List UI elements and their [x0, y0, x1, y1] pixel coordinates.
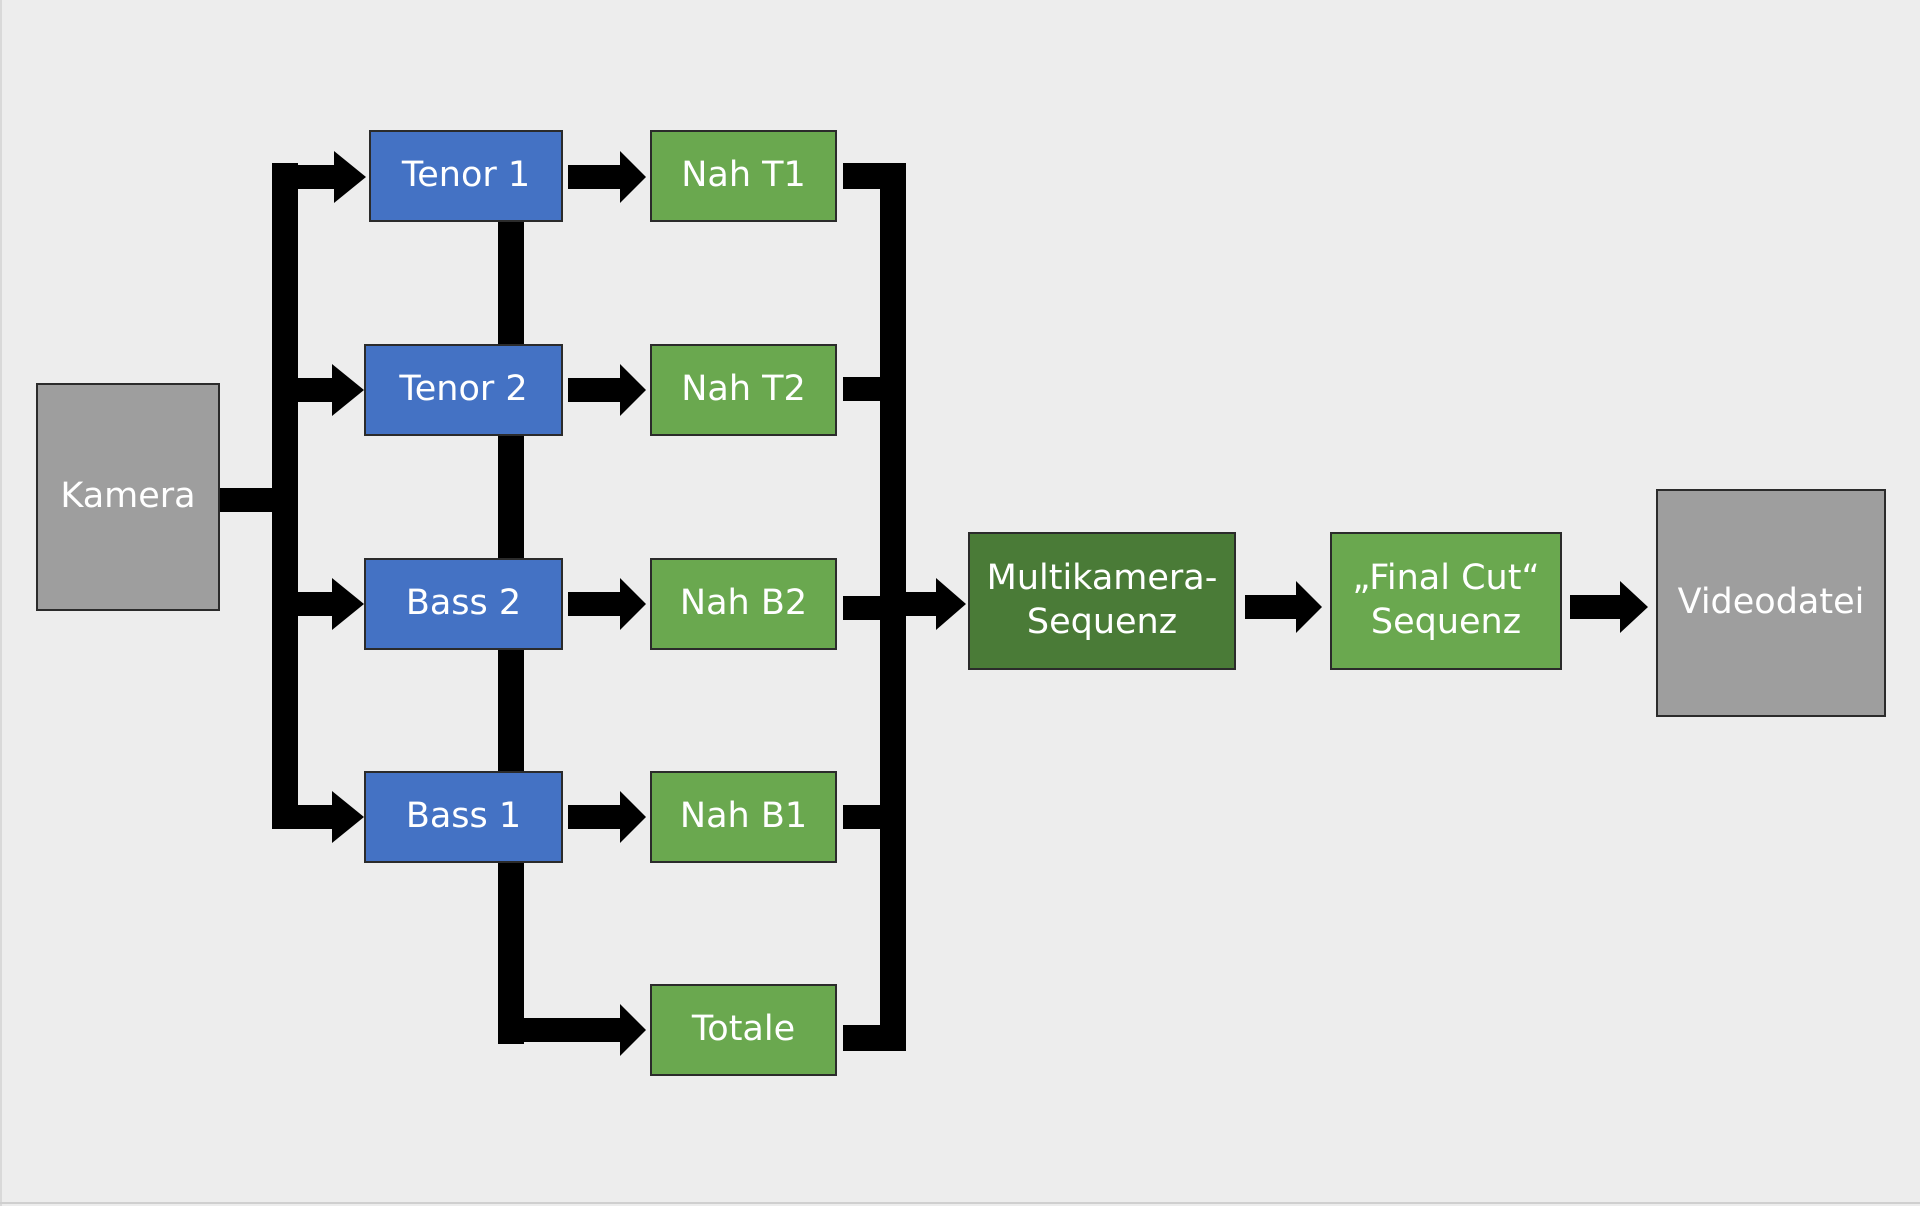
- node-final-cut-sequenz: „Final Cut“ Sequenz: [1330, 532, 1562, 670]
- arrow-tenor1-to-nah-t1: [568, 151, 646, 203]
- arrow-multikamera-to-finalcut: [1245, 581, 1322, 633]
- kamera-output-stub: [218, 488, 280, 512]
- tenor2-bass2-link: [498, 434, 524, 560]
- arrow-bass1-to-nah-b1: [568, 791, 646, 843]
- node-nah-b1: Nah B1: [650, 771, 837, 863]
- node-nah-b2: Nah B2: [650, 558, 837, 650]
- node-videodatei: Videodatei: [1656, 489, 1886, 717]
- nah-t1-outlet: [843, 163, 906, 189]
- node-bass-1: Bass 1: [364, 771, 563, 863]
- node-nah-t1: Nah T1: [650, 130, 837, 222]
- arrow-to-tenor1: [272, 151, 366, 203]
- left-border: [0, 0, 2, 1206]
- node-multikamera-sequenz: Multikamera- Sequenz: [968, 532, 1236, 670]
- bass1-totale-vertical: [498, 862, 524, 1044]
- bottom-border: [0, 1202, 1920, 1204]
- arrow-to-tenor2: [272, 364, 364, 416]
- arrow-to-bass2: [272, 578, 364, 630]
- node-bass-2: Bass 2: [364, 558, 563, 650]
- nah-t2-outlet: [843, 377, 906, 401]
- tenor1-tenor2-link: [498, 220, 524, 346]
- node-totale: Totale: [650, 984, 837, 1076]
- arrow-to-bass1: [272, 791, 364, 843]
- node-nah-t2: Nah T2: [650, 344, 837, 436]
- kamera-vertical-bus: [272, 163, 298, 827]
- arrow-bass2-to-nah-b2: [568, 578, 646, 630]
- arrow-to-totale: [498, 1004, 646, 1056]
- node-kamera: Kamera: [36, 383, 220, 611]
- totale-outlet: [843, 1025, 906, 1051]
- bass2-bass1-link: [498, 648, 524, 774]
- nah-b1-outlet: [843, 805, 906, 829]
- arrow-tenor2-to-nah-t2: [568, 364, 646, 416]
- arrow-finalcut-to-videodatei: [1570, 581, 1648, 633]
- arrow-to-multikamera: [880, 578, 966, 630]
- node-tenor-2: Tenor 2: [364, 344, 563, 436]
- node-tenor-1: Tenor 1: [369, 130, 563, 222]
